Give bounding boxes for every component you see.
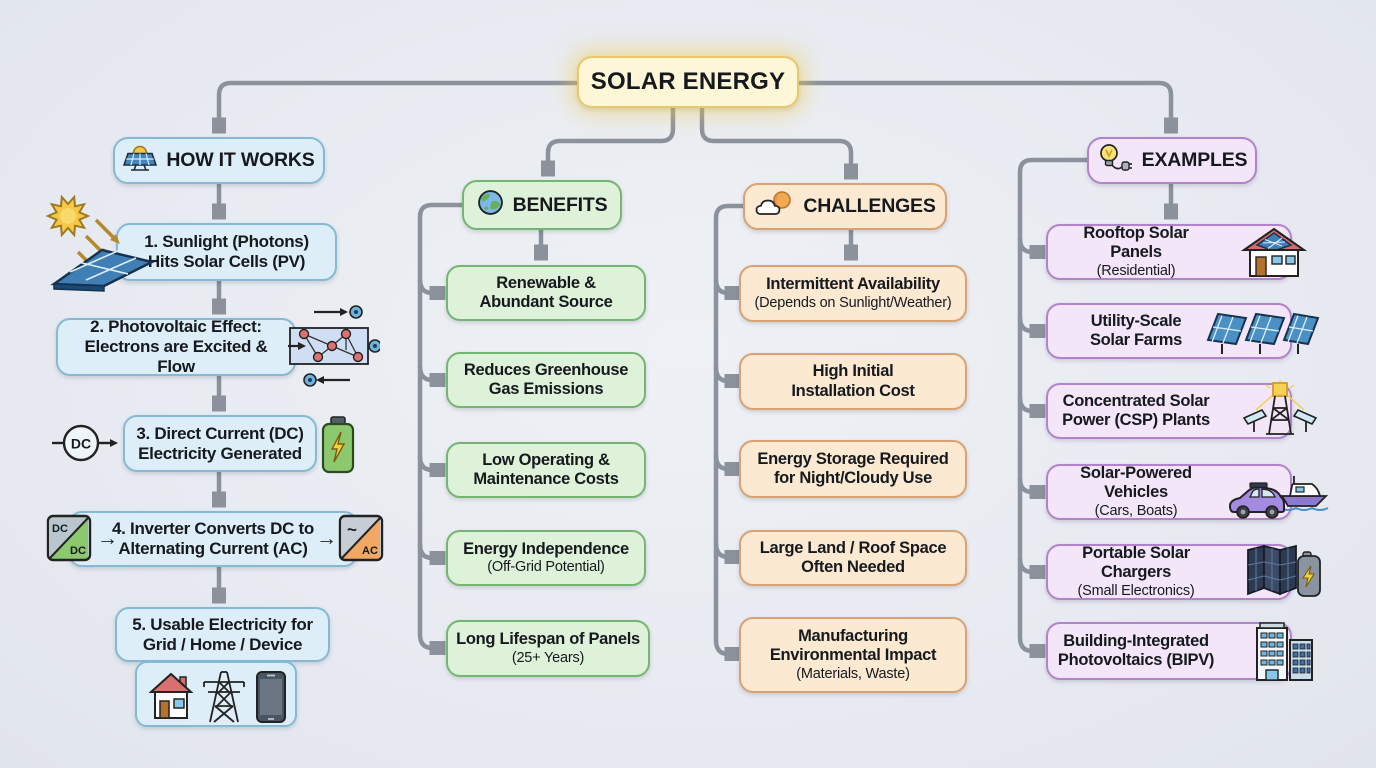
benefit-node-3: Low Operating & Maintenance Costs — [446, 442, 646, 498]
branch-header-challenges: CHALLENGES — [743, 183, 947, 230]
smartphone-icon — [255, 670, 287, 724]
example-node-3: Concentrated Solar Power (CSP) Plants — [1046, 383, 1292, 439]
benefit-node-1: Renewable & Abundant Source — [446, 265, 646, 321]
root-node-solar-energy: SOLAR ENERGY — [577, 56, 799, 108]
dc-dc-converter-icon: DC DC — [46, 514, 92, 562]
portable-charger-icon — [1246, 542, 1322, 600]
electron-flow-icon — [288, 300, 382, 392]
svg-text:DC: DC — [71, 436, 91, 452]
branch-header-how-it-works: HOW IT WORKS — [113, 137, 325, 184]
branch-header-examples: EXAMPLES — [1087, 137, 1257, 184]
csp-tower-icon — [1242, 380, 1318, 438]
flow-arrow-glyph: → — [97, 527, 118, 550]
branch-label: CHALLENGES — [803, 195, 936, 217]
challenge-node-3: Energy Storage Required for Night/Cloudy… — [739, 440, 967, 498]
svg-text:AC: AC — [362, 545, 378, 557]
buildings-icon — [1252, 620, 1316, 682]
step-node-4: 4. Inverter Converts DC to Alternating C… — [68, 511, 358, 567]
step-node-5: 5. Usable Electricity for Grid / Home / … — [115, 607, 330, 662]
sun-behind-cloud-icon — [754, 190, 794, 224]
benefit-node-4: Energy Independence (Off-Grid Potential) — [446, 530, 646, 586]
branch-label: HOW IT WORKS — [166, 149, 315, 171]
solar-farm-icon — [1206, 306, 1320, 358]
challenge-node-2: High Initial Installation Cost — [739, 353, 967, 410]
benefit-node-2: Reduces Greenhouse Gas Emissions — [446, 352, 646, 408]
step-node-1: 1. Sunlight (Photons) Hits Solar Cells (… — [116, 223, 337, 281]
sun-rays-solar-panel-icon — [40, 192, 158, 294]
dc-symbol-icon: DC — [52, 420, 120, 466]
root-label: SOLAR ENERGY — [590, 68, 786, 95]
benefit-node-5: Long Lifespan of Panels (25+ Years) — [446, 620, 650, 677]
solar-panel-sun-icon — [123, 144, 158, 177]
challenge-node-5: Manufacturing Environmental Impact (Mate… — [739, 617, 967, 693]
house-icon — [148, 670, 194, 720]
step-node-2: 2. Photovoltaic Effect: Electrons are Ex… — [56, 317, 296, 376]
example-node-6: Building-Integrated Photovoltaics (BIPV) — [1046, 622, 1292, 680]
svg-text:~: ~ — [347, 520, 357, 539]
branch-label: BENEFITS — [512, 193, 608, 216]
earth-icon — [477, 189, 504, 222]
flow-arrow-glyph: → — [316, 527, 337, 550]
svg-text:DC: DC — [70, 545, 86, 557]
challenge-node-4: Large Land / Roof Space Often Needed — [739, 530, 967, 586]
ac-inverter-icon: ~ AC — [338, 514, 384, 562]
branch-label: EXAMPLES — [1141, 149, 1248, 171]
solar-roof-house-icon — [1240, 226, 1312, 278]
branch-header-benefits: BENEFITS — [462, 180, 622, 230]
lightbulb-plug-icon — [1097, 143, 1133, 179]
pylon-icon — [200, 666, 248, 724]
svg-text:DC: DC — [52, 523, 68, 535]
step-node-3: 3. Direct Current (DC) Electricity Gener… — [123, 415, 317, 472]
car-boat-icon — [1228, 466, 1330, 520]
battery-bolt-icon — [321, 416, 355, 474]
challenge-node-1: Intermittent Availability (Depends on Su… — [739, 265, 967, 322]
